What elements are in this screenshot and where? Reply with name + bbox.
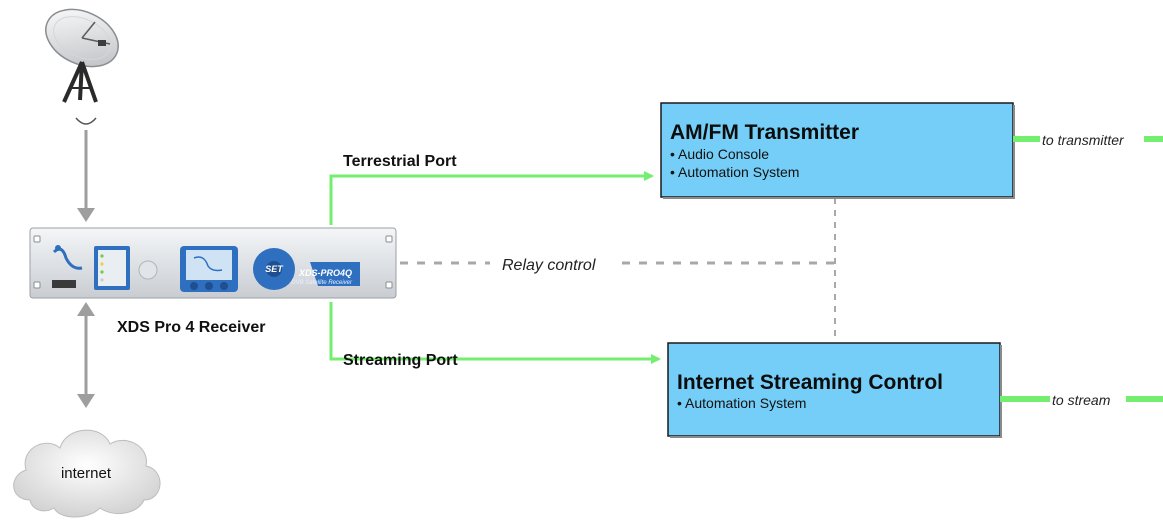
am-fm-transmitter-box: AM/FM Transmitter • Audio Console • Auto…: [660, 102, 1015, 199]
relay-control-line: [400, 198, 836, 342]
to-stream-output: [1000, 392, 1163, 407]
cloud-icon: internet: [13, 429, 161, 518]
to-stream-label: to stream: [1052, 392, 1111, 408]
satellite-dish-icon: [45, 8, 119, 125]
transmitter-item-automation-system: • Automation System: [670, 164, 799, 180]
streaming-title: Internet Streaming Control: [677, 371, 943, 394]
to-transmitter-output: [1013, 132, 1163, 147]
terrestrial-port-label: Terrestrial Port: [343, 153, 457, 170]
streaming-port-label: Streaming Port: [343, 352, 458, 369]
streaming-item-automation-system: • Automation System: [677, 395, 806, 411]
device-model-label: XDS-PRO4Q: [298, 268, 352, 278]
streaming-port-line: [329, 302, 661, 364]
device-set-label: SET: [265, 264, 284, 274]
internet-link-arrow: [77, 302, 95, 408]
internet-label: internet: [61, 465, 112, 482]
transmitter-title: AM/FM Transmitter: [670, 121, 859, 144]
device-subtitle-label: DVB Satellite Receiver: [291, 280, 353, 286]
downlink-arrow: [77, 130, 95, 222]
relay-control-label: Relay control: [502, 257, 596, 274]
terrestrial-port-line: [329, 171, 654, 225]
internet-streaming-control-box: Internet Streaming Control • Automation …: [667, 342, 1002, 438]
transmitter-item-audio-console: • Audio Console: [670, 146, 769, 162]
to-transmitter-label: to transmitter: [1042, 132, 1125, 148]
receiver-caption: XDS Pro 4 Receiver: [117, 319, 266, 336]
rack-receiver-icon: SET XDS-PRO4Q DVB Satellite Receiver: [29, 227, 397, 299]
